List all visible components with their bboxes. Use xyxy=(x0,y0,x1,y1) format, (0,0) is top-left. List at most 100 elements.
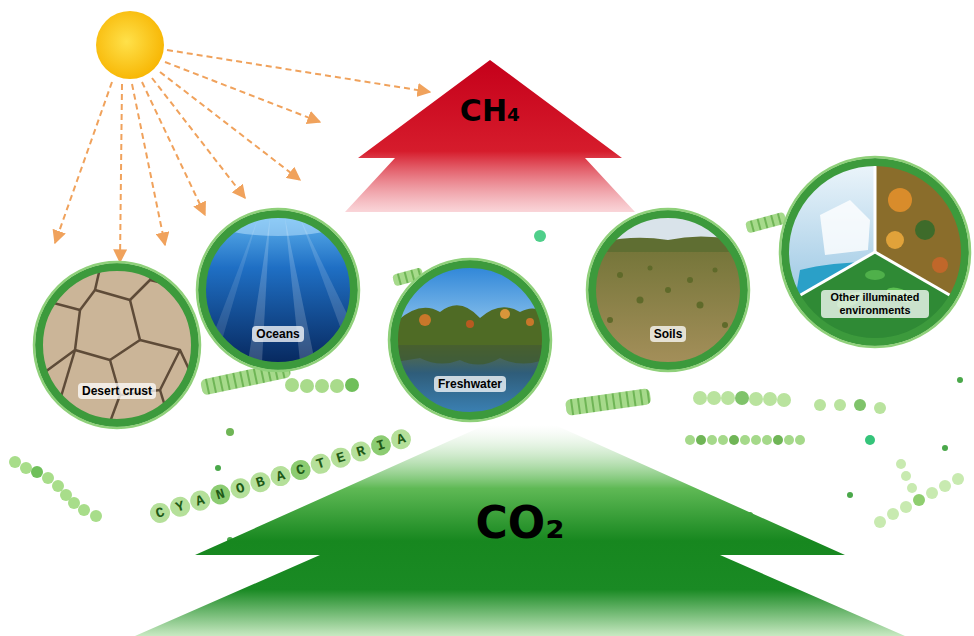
shrub xyxy=(697,302,704,309)
cell xyxy=(42,472,54,484)
cell xyxy=(913,494,925,506)
cell xyxy=(693,391,707,405)
cell-chain xyxy=(285,378,359,393)
node-outline xyxy=(779,156,971,348)
sun-ray xyxy=(142,82,205,215)
shrub xyxy=(665,287,671,293)
cell xyxy=(345,378,359,392)
cell xyxy=(20,462,32,474)
cell xyxy=(740,435,750,445)
cell xyxy=(696,435,706,445)
environment-label: Desert crust xyxy=(78,383,156,399)
filament xyxy=(745,212,787,234)
cell xyxy=(315,379,329,393)
autumn-tree xyxy=(419,314,431,326)
gas-label: CH₄ xyxy=(460,96,520,126)
cell xyxy=(926,487,938,499)
cell-chain xyxy=(693,391,886,414)
cell xyxy=(865,435,875,445)
tree-line xyxy=(396,305,544,346)
cell xyxy=(751,435,761,445)
cell xyxy=(773,435,783,445)
cell xyxy=(763,392,777,406)
cell xyxy=(939,480,951,492)
sun-ray xyxy=(55,82,112,243)
cell xyxy=(78,504,90,516)
environment-circle: Desert crust xyxy=(33,261,201,429)
sun-ray xyxy=(167,50,430,92)
environment-circle: Freshwater xyxy=(388,258,552,422)
cell xyxy=(735,391,749,405)
environment-label: Freshwater xyxy=(434,376,506,392)
cell xyxy=(721,391,735,405)
cell xyxy=(795,435,805,445)
methane-shape xyxy=(345,60,635,212)
circle-halo xyxy=(780,157,970,347)
shrub xyxy=(648,266,653,271)
cell xyxy=(784,435,794,445)
cell xyxy=(749,392,763,406)
cell xyxy=(874,516,886,528)
desert-crust-scene xyxy=(40,268,194,422)
circle-halo xyxy=(587,209,749,371)
cell xyxy=(952,473,964,485)
cell xyxy=(957,377,963,383)
cell xyxy=(68,497,80,509)
cell xyxy=(9,456,21,468)
cell xyxy=(847,492,853,498)
autumn-tree xyxy=(500,309,510,319)
circle-ring xyxy=(592,214,744,366)
shrub xyxy=(637,297,644,304)
circle-ring xyxy=(202,214,354,366)
cell xyxy=(285,378,299,392)
gas-label: CO₂ xyxy=(476,501,565,545)
cell xyxy=(854,399,866,411)
environment-label: Other illuminated environments xyxy=(821,290,929,318)
cell xyxy=(834,399,846,411)
cell xyxy=(729,435,739,445)
environment-circle: Soils xyxy=(586,208,750,372)
circle-halo xyxy=(389,259,551,421)
other-environments-scene xyxy=(783,160,967,344)
circle-ring xyxy=(39,267,195,423)
cell xyxy=(226,428,234,436)
sun xyxy=(96,11,164,79)
crack xyxy=(45,310,80,372)
tree xyxy=(932,257,948,273)
leaf xyxy=(865,270,885,280)
cell xyxy=(534,230,546,242)
autumn-tree xyxy=(466,320,474,328)
autumn-tree xyxy=(526,318,534,326)
cell xyxy=(942,445,948,451)
shrub xyxy=(722,322,728,328)
shrub xyxy=(617,272,623,278)
node-outline xyxy=(33,261,201,429)
crack xyxy=(60,350,75,400)
carbon-dioxide-shape xyxy=(135,425,905,636)
shrub xyxy=(687,277,693,283)
cell xyxy=(896,459,906,469)
cell xyxy=(874,402,886,414)
environment-circle: Other illuminated environments xyxy=(779,156,971,348)
node-outline xyxy=(196,208,360,372)
sun-ray xyxy=(152,78,245,198)
shrub xyxy=(607,317,613,323)
cell xyxy=(707,435,717,445)
reflection xyxy=(396,345,544,365)
cell xyxy=(215,465,221,471)
cell xyxy=(777,393,791,407)
node-outline xyxy=(345,60,635,212)
lake-water xyxy=(396,345,544,415)
circle-halo xyxy=(197,209,359,371)
tree xyxy=(888,188,912,212)
tree xyxy=(886,231,904,249)
cell xyxy=(31,466,43,478)
circle-ring xyxy=(394,264,546,416)
environment-label: Oceans xyxy=(252,326,303,342)
cell xyxy=(707,391,721,405)
sun-ray xyxy=(120,84,122,262)
filament xyxy=(565,388,651,416)
node-outline xyxy=(388,258,552,422)
cell xyxy=(90,510,102,522)
